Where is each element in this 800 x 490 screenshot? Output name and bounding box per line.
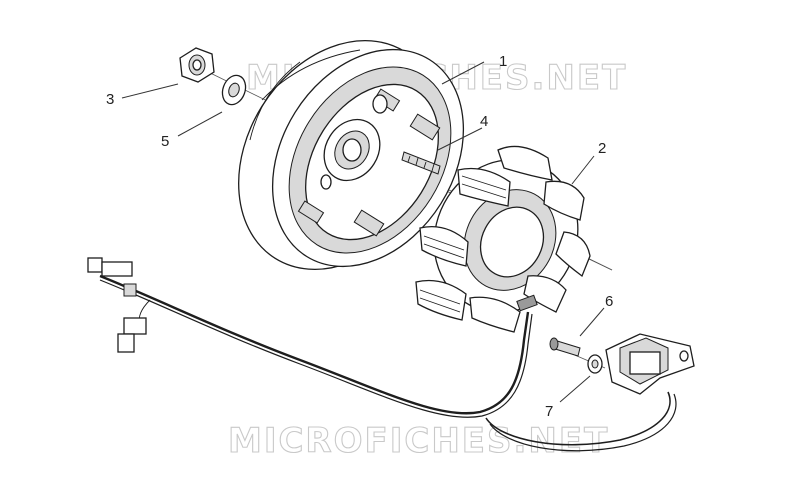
stator-coils (415, 145, 591, 333)
wiring-harness (99, 274, 677, 452)
pickup-coil (605, 333, 695, 395)
flywheel-rotor (238, 39, 465, 271)
connector-bottom (117, 317, 147, 353)
nut (179, 47, 215, 83)
watermark-bottom: MICROFICHES.NET (228, 421, 609, 461)
screw (549, 337, 581, 357)
pickup-washer (587, 354, 603, 374)
callout-2: 2 (598, 140, 606, 157)
callout-6: 6 (605, 293, 613, 310)
callout-5: 5 (161, 133, 169, 150)
key-pin (401, 151, 441, 175)
washer (221, 74, 247, 106)
callout-7: 7 (545, 403, 553, 420)
stator (415, 145, 591, 333)
callout-3: 3 (106, 91, 114, 108)
callout-1: 1 (499, 53, 507, 70)
callout-4: 4 (480, 113, 488, 130)
connector-top (87, 257, 137, 297)
leader-lines (121, 61, 605, 403)
